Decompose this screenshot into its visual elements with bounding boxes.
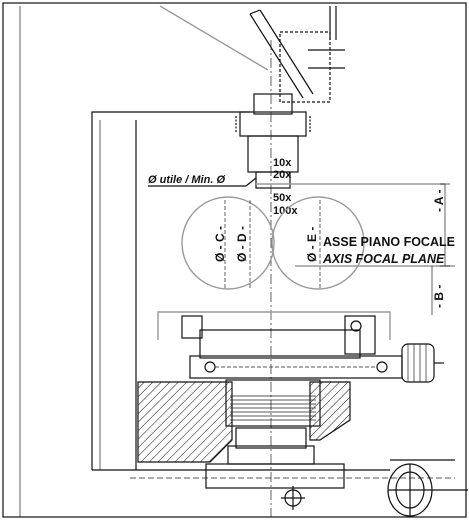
dimension-a-label: - A -	[432, 190, 446, 212]
magnification-50x: 50x	[273, 192, 292, 204]
diameter-c-label: Ø - C -	[213, 226, 227, 262]
dimension-b-label: - B -	[432, 285, 446, 308]
min-diameter-label: Ø utile / Min. Ø	[148, 174, 225, 186]
coarse-focus-knob	[387, 463, 468, 517]
stage-base	[130, 379, 455, 489]
prism-assembly	[159, 5, 345, 103]
microscope-column	[19, 6, 250, 517]
diameter-d-label: Ø - D -	[235, 226, 249, 262]
focal-plane-label-italian: ASSE PIANO FOCALE	[323, 235, 455, 249]
magnification-10x: 10x	[273, 157, 292, 169]
diameter-e-label: Ø - E -	[305, 227, 319, 262]
objective-lens	[235, 93, 311, 189]
center-mark	[281, 486, 305, 510]
field-of-view-circles	[181, 196, 365, 290]
focus-gear	[230, 395, 316, 421]
focal-plane-label-english: AXIS FOCAL PLANE	[322, 252, 445, 266]
magnification-20x: 20x	[273, 169, 292, 181]
stage-assembly	[157, 311, 444, 383]
